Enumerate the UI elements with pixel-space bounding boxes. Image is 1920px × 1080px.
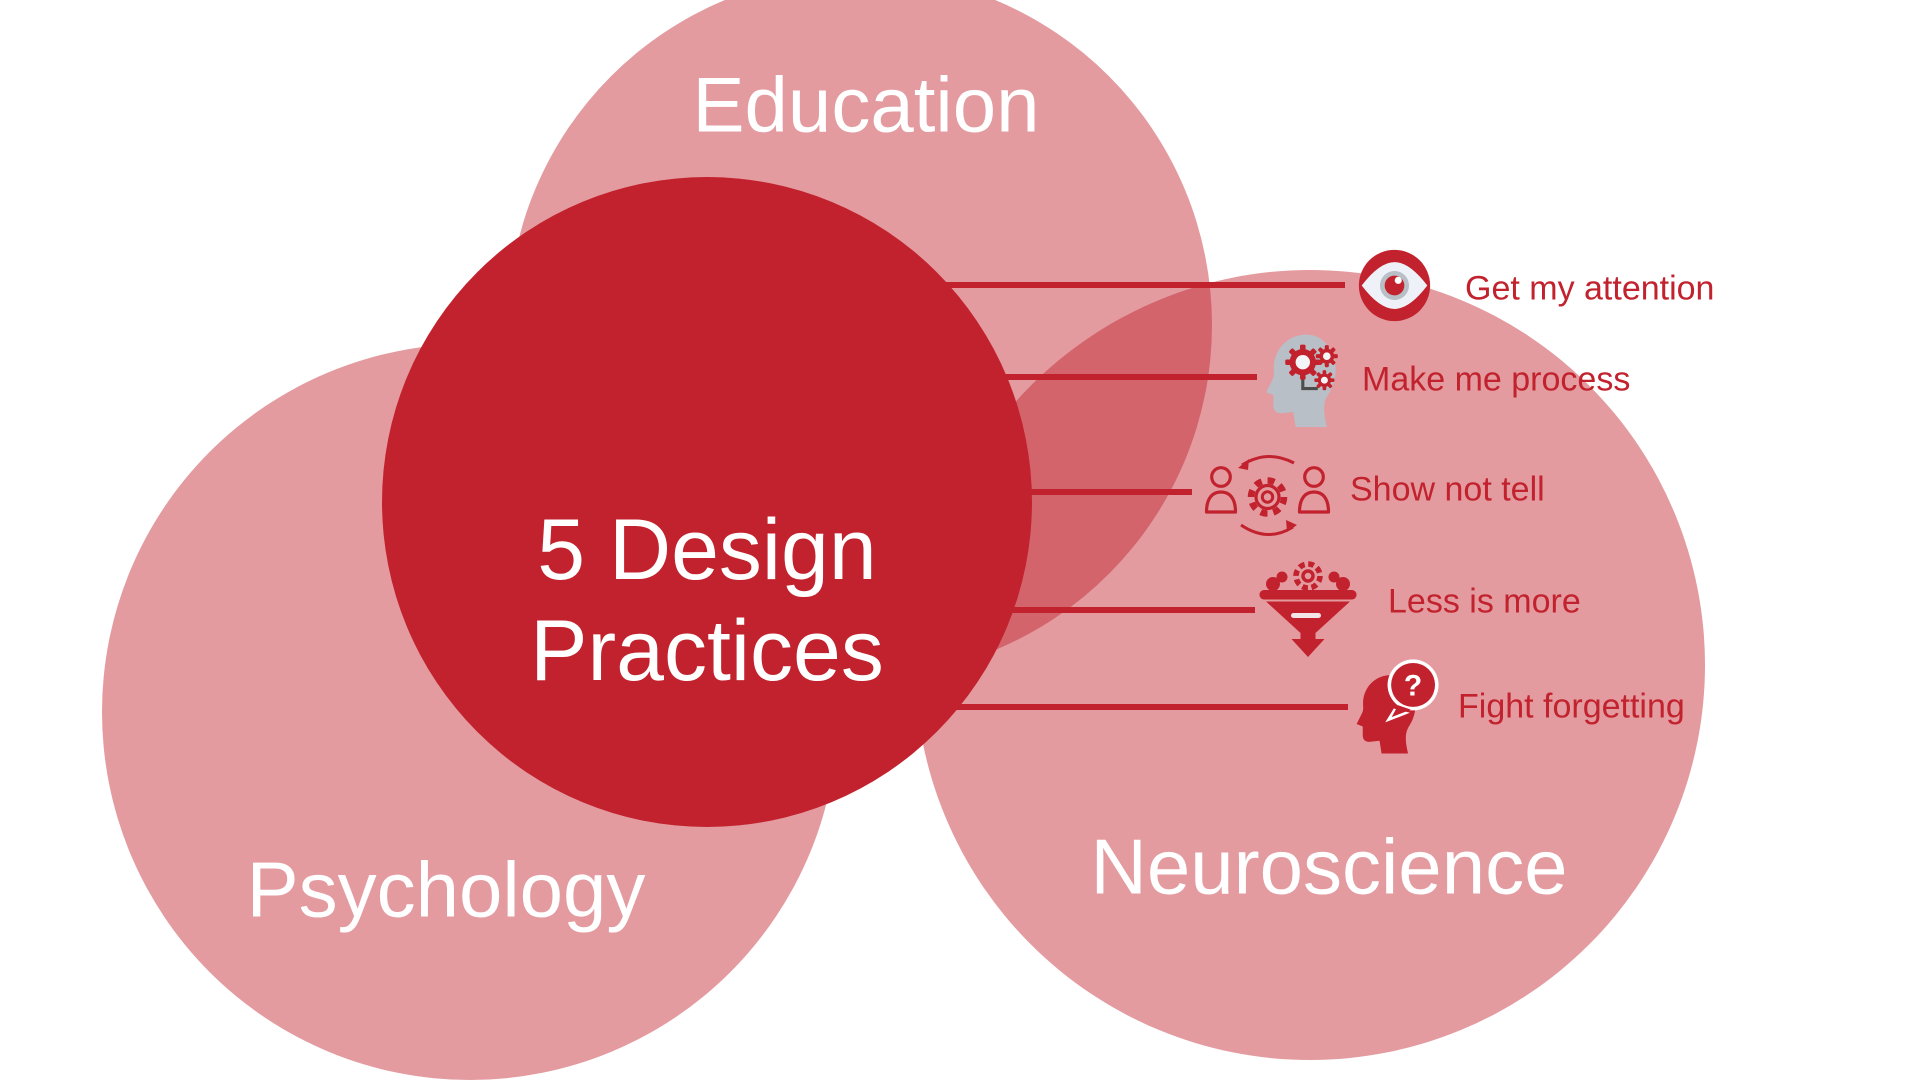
practice-label-less-is-more: Less is more [1388, 582, 1581, 621]
practice-label-get-my-attention: Get my attention [1465, 269, 1715, 308]
connector-line-show-not-tell [950, 489, 1192, 495]
center-title-line1: 5 Design [537, 501, 877, 598]
center-circle: 5 Design Practices [382, 177, 1032, 827]
funnel-icon [1258, 556, 1358, 660]
practice-label-fight-forgetting: Fight forgetting [1458, 687, 1685, 726]
center-title: 5 Design Practices [530, 500, 884, 703]
psychology-label: Psychology [246, 845, 646, 934]
connector-line-less-is-more [950, 607, 1255, 613]
head-question-icon: ? [1352, 658, 1442, 759]
center-title-line2: Practices [530, 603, 884, 699]
head-gears-icon [1262, 331, 1346, 427]
connector-line-make-me-process [950, 374, 1257, 380]
connector-line-get-my-attention [900, 282, 1345, 288]
practice-label-make-me-process: Make me process [1362, 360, 1631, 399]
neuroscience-label: Neuroscience [1090, 822, 1568, 911]
people-gear-icon [1200, 448, 1335, 540]
education-label: Education [692, 60, 1040, 149]
practice-label-show-not-tell: Show not tell [1350, 470, 1545, 509]
eye-icon [1357, 248, 1432, 323]
svg-text:?: ? [1404, 670, 1422, 703]
connector-line-fight-forgetting [900, 704, 1348, 710]
